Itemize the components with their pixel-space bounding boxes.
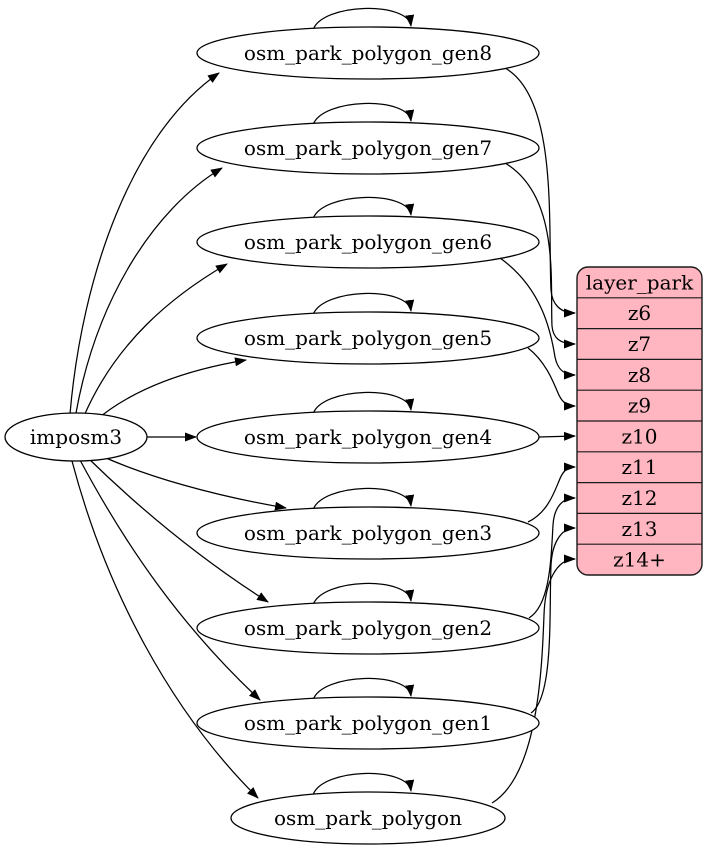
node-osm_park_polygon_gen3: osm_park_polygon_gen3 (196, 506, 540, 560)
node-osm_park_polygon: osm_park_polygon (230, 791, 506, 845)
self-loop-osm_park_polygon_gen6 (312, 196, 415, 220)
edge-osm_park_polygon_gen8-to-layer_park-z6 (504, 67, 576, 318)
self-loop-osm_park_polygon_gen7 (312, 102, 415, 126)
node-shape-osm_park_polygon_gen7 (196, 121, 540, 175)
node-osm_park_polygon_gen4: osm_park_polygon_gen4 (196, 410, 540, 464)
edge-imposm3-to-osm_park_polygon_gen2 (86, 456, 269, 603)
edge-imposm3-to-osm_park_polygon_gen3 (94, 452, 287, 511)
table-header-label: layer_park (586, 270, 694, 294)
node-shape-osm_park_polygon_gen5 (196, 311, 540, 365)
node-osm_park_polygon_gen2: osm_park_polygon_gen2 (196, 601, 540, 655)
table-row-label: z11 (622, 455, 658, 479)
edge-osm_park_polygon_gen7-to-layer_park-z7 (504, 162, 576, 349)
table-row-label: z10 (622, 424, 658, 448)
table-row-label: z13 (622, 517, 658, 541)
edge-osm_park_polygon_gen4-to-layer_park-z10 (538, 431, 576, 441)
self-loop-osm_park_polygon_gen3 (312, 487, 415, 511)
node-osm_park_polygon_gen6: osm_park_polygon_gen6 (196, 215, 540, 269)
edge-imposm3-to-osm_park_polygon_gen6 (83, 263, 228, 417)
node-shape-imposm3 (4, 412, 148, 462)
table-row-z13: z13 (622, 517, 658, 541)
node-shape-osm_park_polygon_gen2 (196, 601, 540, 655)
node-label-osm_park_polygon_gen7: osm_park_polygon_gen7 (244, 136, 492, 160)
edge-osm_park_polygon_gen6-to-layer_park-z8 (499, 257, 576, 380)
edge-osm_park_polygon_gen1-to-layer_park-z13 (530, 523, 576, 714)
table-row-z8: z8 (628, 363, 651, 387)
node-label-imposm3: imposm3 (30, 425, 122, 449)
node-imposm3: imposm3 (4, 412, 148, 462)
node-label-osm_park_polygon_gen2: osm_park_polygon_gen2 (244, 616, 492, 640)
edge-imposm3-to-osm_park_polygon_gen7 (75, 167, 223, 414)
edge-osm_park_polygon-to-layer_park-z14plus (491, 554, 576, 804)
table-row-label: z8 (628, 363, 651, 387)
table-row-z10: z10 (622, 424, 658, 448)
node-label-osm_park_polygon_gen8: osm_park_polygon_gen8 (244, 41, 492, 65)
node-osm_park_polygon_gen8: osm_park_polygon_gen8 (196, 26, 540, 80)
node-shape-osm_park_polygon_gen6 (196, 215, 540, 269)
node-shape-osm_park_polygon_gen3 (196, 506, 540, 560)
edge-imposm3-to-osm_park_polygon_gen8 (69, 72, 220, 415)
node-shape-osm_park_polygon_gen4 (196, 410, 540, 464)
self-loop-osm_park_polygon_gen1 (312, 677, 415, 701)
table-row-z9: z9 (628, 394, 651, 418)
node-label-osm_park_polygon_gen1: osm_park_polygon_gen1 (244, 711, 492, 735)
table-row-z11: z11 (622, 455, 658, 479)
node-osm_park_polygon_gen5: osm_park_polygon_gen5 (196, 311, 540, 365)
node-label-osm_park_polygon_gen6: osm_park_polygon_gen6 (244, 230, 492, 254)
self-loop-osm_park_polygon_gen2 (312, 582, 415, 606)
table-layer_park: layer_park z6 z7 z8 z9 z10 z11 z12 z13 z14+ (576, 266, 703, 576)
self-loop-osm_park_polygon_gen4 (312, 391, 415, 415)
edge-imposm3-to-osm_park_polygon (71, 460, 259, 799)
edge-osm_park_polygon_gen2-to-layer_park-z12 (528, 493, 576, 619)
edge-imposm3-to-osm_park_polygon_gen1 (79, 459, 261, 701)
edge-osm_park_polygon_gen3-to-layer_park-z11 (527, 462, 576, 523)
node-label-osm_park_polygon: osm_park_polygon (274, 806, 462, 830)
node-label-osm_park_polygon_gen3: osm_park_polygon_gen3 (244, 521, 492, 545)
self-loop-osm_park_polygon (312, 772, 415, 796)
table-row-label: z12 (622, 486, 658, 510)
table-row-z6: z6 (628, 301, 651, 325)
edge-osm_park_polygon_gen5-to-layer_park-z9 (527, 347, 576, 411)
edge-imposm3-to-osm_park_polygon_gen5 (94, 357, 247, 422)
self-loop-osm_park_polygon_gen8 (312, 7, 415, 31)
table-row-label: z14+ (613, 548, 666, 572)
self-loop-osm_park_polygon_gen5 (312, 292, 415, 316)
node-shape-osm_park_polygon (230, 791, 506, 845)
table-row-z7: z7 (628, 332, 651, 356)
node-osm_park_polygon_gen7: osm_park_polygon_gen7 (196, 121, 540, 175)
table-row-z12: z12 (622, 486, 658, 510)
table-row-label: z7 (628, 332, 651, 356)
node-shape-osm_park_polygon_gen8 (196, 26, 540, 80)
node-label-osm_park_polygon_gen4: osm_park_polygon_gen4 (244, 425, 492, 449)
node-shape-osm_park_polygon_gen1 (196, 696, 540, 750)
table-row-label: z6 (628, 301, 651, 325)
table-row-z14plus: z14+ (613, 548, 666, 572)
node-label-osm_park_polygon_gen5: osm_park_polygon_gen5 (244, 326, 492, 350)
node-osm_park_polygon_gen1: osm_park_polygon_gen1 (196, 696, 540, 750)
table-row-label: z9 (628, 394, 651, 418)
